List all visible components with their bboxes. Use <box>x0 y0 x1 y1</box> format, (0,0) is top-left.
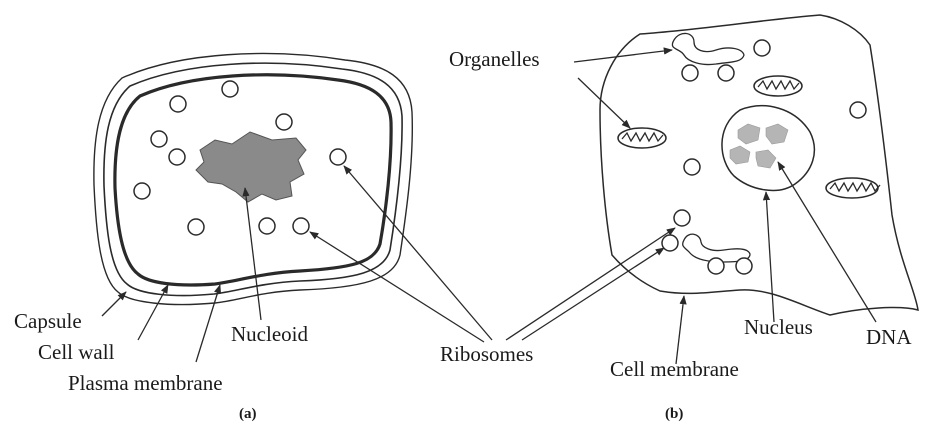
ribosome <box>170 96 186 112</box>
ribosome <box>151 131 167 147</box>
mitochondrion <box>826 178 880 198</box>
nucleoid <box>196 132 306 202</box>
nucleus <box>722 106 814 191</box>
panel-a-caption: (a) <box>239 406 257 422</box>
capsule-label: Capsule <box>14 309 82 333</box>
ribosome <box>169 149 185 165</box>
ribosome <box>708 258 724 274</box>
nucleoid-label: Nucleoid <box>231 322 308 346</box>
ribosome <box>684 159 700 175</box>
cell-wall-label: Cell wall <box>38 340 115 364</box>
plasma-membrane-label: Plasma membrane <box>68 371 223 395</box>
ribosome-pointers <box>310 166 675 342</box>
mitochondrion <box>754 76 802 96</box>
mitochondrion <box>618 128 666 148</box>
ribosome <box>662 235 678 251</box>
dna-label: DNA <box>866 325 912 349</box>
ribosome <box>754 40 770 56</box>
ribosome <box>259 218 275 234</box>
ribosome <box>718 65 734 81</box>
ribosome <box>736 258 752 274</box>
ribosome <box>134 183 150 199</box>
organelles-label: Organelles <box>449 47 540 71</box>
eukaryotic-cell <box>600 15 918 315</box>
ribosome <box>330 149 346 165</box>
ribosome <box>850 102 866 118</box>
endoplasmic-reticulum <box>672 33 744 64</box>
panel-b-caption: (b) <box>665 406 683 422</box>
ribosome <box>188 219 204 235</box>
cell-membrane-label: Cell membrane <box>610 357 739 381</box>
ribosome <box>276 114 292 130</box>
nucleus-label: Nucleus <box>744 315 813 339</box>
ribosome <box>674 210 690 226</box>
ribosome <box>293 218 309 234</box>
ribosome <box>222 81 238 97</box>
ribosomes-label: Ribosomes <box>440 342 533 366</box>
ribosome <box>682 65 698 81</box>
panel-b-pointers <box>574 50 876 364</box>
